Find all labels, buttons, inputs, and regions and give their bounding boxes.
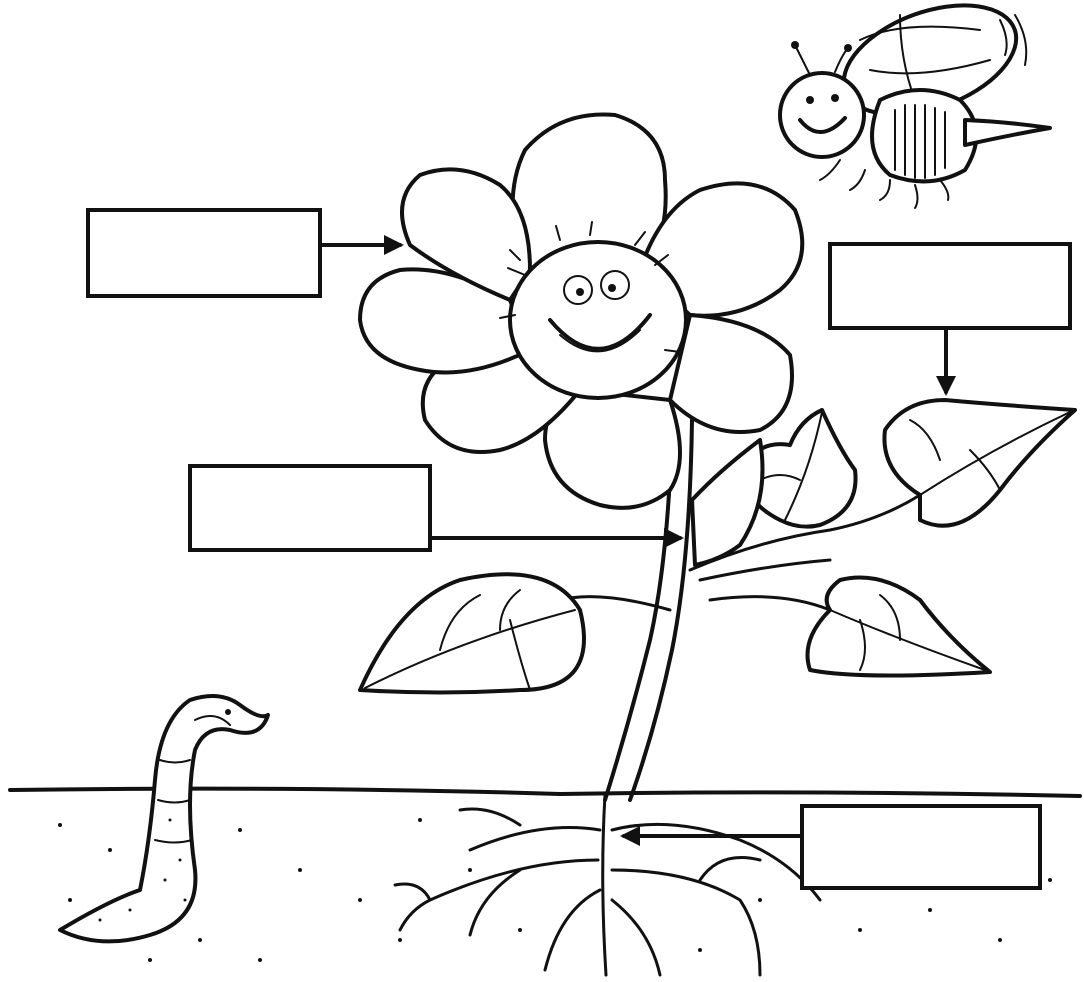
leaf-upper-right [884,400,1075,526]
leaf-lower-left [360,574,584,692]
label-stem[interactable] [190,466,430,550]
worm [60,696,268,941]
label-flower[interactable] [88,210,320,296]
roots [395,795,820,975]
label-leaf[interactable] [830,244,1070,328]
label-roots[interactable] [802,806,1040,888]
bee [780,0,1050,208]
leaf-lower-right [808,578,991,676]
